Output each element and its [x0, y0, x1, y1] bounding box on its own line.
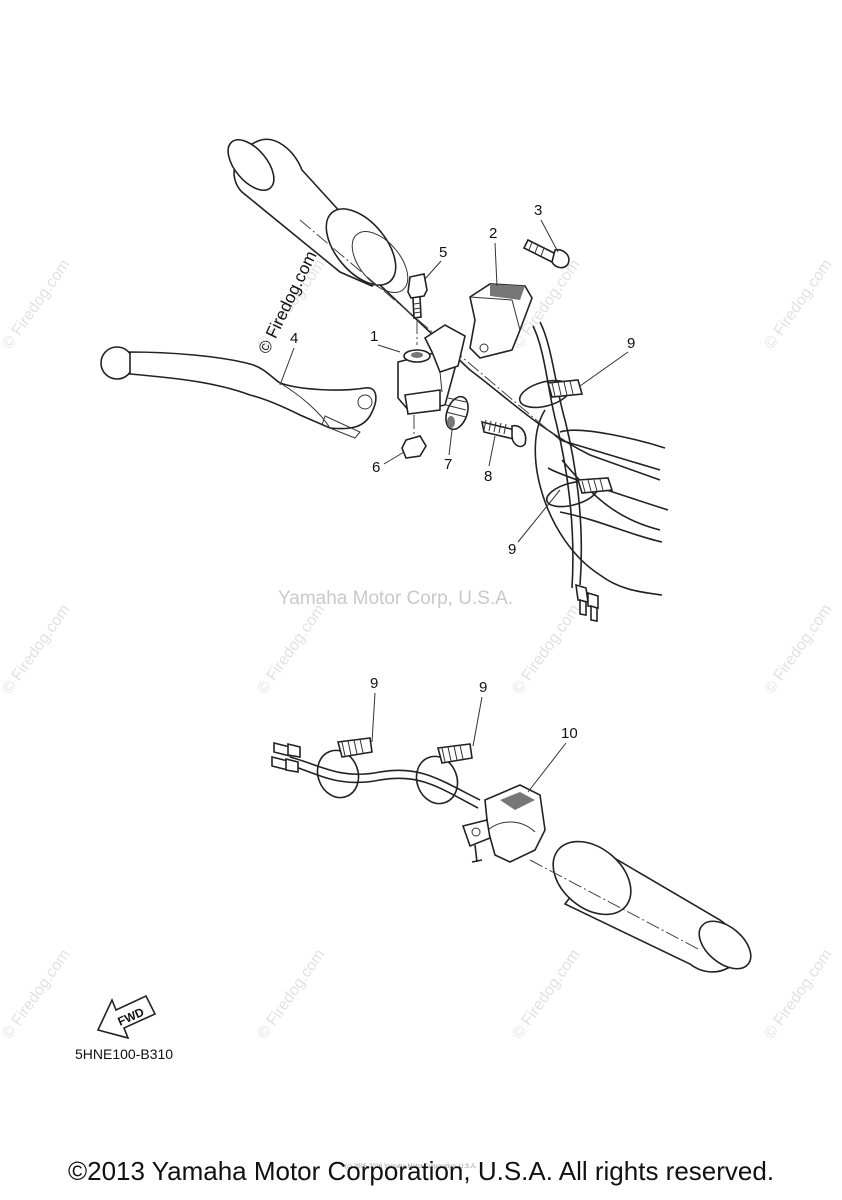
diagram-code: 5HNE100-B310	[75, 1046, 173, 1062]
watermark: © Firedog.com	[0, 601, 74, 697]
callout-8: 8	[484, 468, 492, 485]
handlebar-grip-left	[227, 138, 409, 293]
handlebar-grip-right	[529, 840, 752, 973]
watermark-grip: © Firedog.com	[255, 248, 321, 357]
fwd-arrow-icon: FWD	[96, 994, 157, 1040]
callout-2: 2	[489, 225, 497, 242]
callout-5: 5	[439, 244, 447, 261]
watermark: © Firedog.com	[761, 601, 835, 697]
tiny-notice: (c) 2005-2016 Yamaha Motor Corporation, …	[345, 1164, 477, 1170]
clutch-lever	[100, 346, 377, 439]
callout-9-lower-left: 9	[370, 675, 378, 692]
clamp-2	[469, 283, 533, 359]
cable-tie-9-left	[316, 737, 373, 799]
credit-watermark: Yamaha Motor Corp, U.S.A.	[278, 588, 513, 609]
wire-harness-upper	[532, 321, 599, 622]
copyright-notice: ©2013 Yamaha Motor Corporation, U.S.A. A…	[67, 1156, 775, 1186]
watermark: © Firedog.com	[509, 601, 583, 697]
callout-7: 7	[444, 456, 452, 473]
wire-harness-lower	[271, 741, 481, 809]
watermark: © Firedog.com	[761, 946, 835, 1042]
handlebar	[379, 284, 661, 481]
lever-holder	[397, 324, 466, 415]
nut-6	[401, 415, 427, 459]
callout-6: 6	[372, 459, 380, 476]
watermark: © Firedog.com	[761, 256, 835, 352]
watermark: © Firedog.com	[254, 601, 328, 697]
callout-4: 4	[290, 330, 298, 347]
adjuster-bolt-8	[480, 419, 527, 448]
watermark: © Firedog.com	[0, 946, 74, 1042]
callout-9-lower-right: 9	[479, 679, 487, 696]
cable-tie-9-right	[415, 743, 473, 805]
cable-tie-9-lower	[545, 477, 614, 508]
watermark: © Firedog.com	[254, 946, 328, 1042]
cable-tie-9-upper	[518, 379, 584, 409]
callout-10: 10	[561, 725, 578, 742]
callout-1: 1	[370, 328, 378, 345]
adjuster-7	[445, 395, 469, 431]
bolt-5	[407, 273, 428, 345]
switch-housing-10	[461, 784, 546, 863]
watermark: © Firedog.com	[509, 946, 583, 1042]
lower-assembly	[271, 737, 752, 973]
watermark: © Firedog.com	[0, 256, 74, 352]
screw-3	[522, 238, 570, 269]
callout-9-upper: 9	[627, 335, 635, 352]
callouts: 1 2 3 4 5 6 7 8 9 9 9 9 10	[279, 202, 635, 793]
callout-3: 3	[534, 202, 542, 219]
upper-assembly	[100, 138, 669, 622]
callout-9-middle: 9	[508, 541, 516, 558]
